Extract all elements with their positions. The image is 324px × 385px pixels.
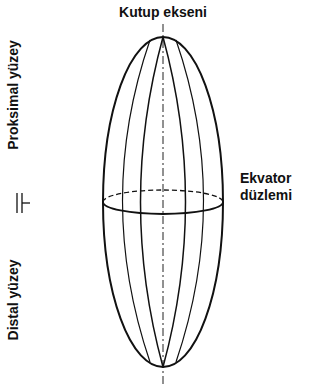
bracket-mark xyxy=(22,202,30,203)
meridian-line xyxy=(176,40,204,362)
axis-label: Kutup ekseni xyxy=(119,4,207,21)
bracket-mark xyxy=(16,193,17,213)
equator-front xyxy=(103,202,223,214)
meridian-line xyxy=(123,40,151,362)
surface-label: Proksimal yüzey xyxy=(5,40,22,150)
meridian-line xyxy=(141,37,164,367)
surface-label: Distal yüzey xyxy=(5,260,22,341)
polar-axis xyxy=(163,24,164,385)
plane-label: Ekvator düzlemi xyxy=(240,170,314,204)
grain-outline xyxy=(103,37,223,367)
equator-back xyxy=(103,190,223,202)
meridian-line xyxy=(163,37,186,367)
